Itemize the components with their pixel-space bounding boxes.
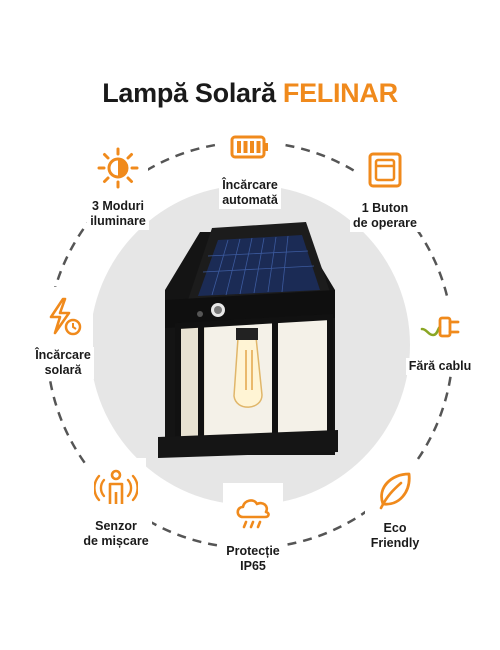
feature-single-button: 1 Buton de operare xyxy=(345,140,425,232)
feature-label: 3 Moduri iluminare xyxy=(87,198,149,230)
feature-label: 1 Buton de operare xyxy=(350,200,420,232)
button-icon xyxy=(368,152,402,188)
feature-motion-sensor: Senzor de mișcare xyxy=(76,458,156,550)
feature-label: Fără cablu xyxy=(405,358,475,375)
feature-label: Protecție IP65 xyxy=(223,543,283,575)
feature-label: Eco Friendly xyxy=(367,520,423,552)
plug-icon xyxy=(420,316,460,338)
feature-auto-charging: Încărcare automată xyxy=(210,117,290,209)
title-accent: FELINAR xyxy=(282,78,398,108)
leaf-icon xyxy=(379,472,411,510)
title-main: Lampă Solară xyxy=(102,78,283,108)
feature-solar-charging: Încărcare solară xyxy=(23,287,103,379)
lightning-clock-icon xyxy=(49,297,82,336)
half-sun-icon xyxy=(97,147,139,189)
feature-label: Senzor de mișcare xyxy=(80,518,152,550)
solar-lamp-image xyxy=(158,222,338,458)
page-title: Lampă Solară FELINAR xyxy=(0,78,500,109)
rain-cloud-icon xyxy=(236,499,270,529)
motion-sensor-icon xyxy=(94,469,138,504)
feature-lighting-modes: 3 Moduri iluminare xyxy=(78,138,158,230)
feature-label: Încărcare automată xyxy=(219,177,281,209)
battery-icon xyxy=(230,135,268,159)
feature-wireless: Fără cablu xyxy=(400,297,480,375)
feature-ip65: Protecție IP65 xyxy=(213,483,293,575)
feature-eco-friendly: Eco Friendly xyxy=(355,460,435,552)
feature-label: Încărcare solară xyxy=(32,347,94,379)
